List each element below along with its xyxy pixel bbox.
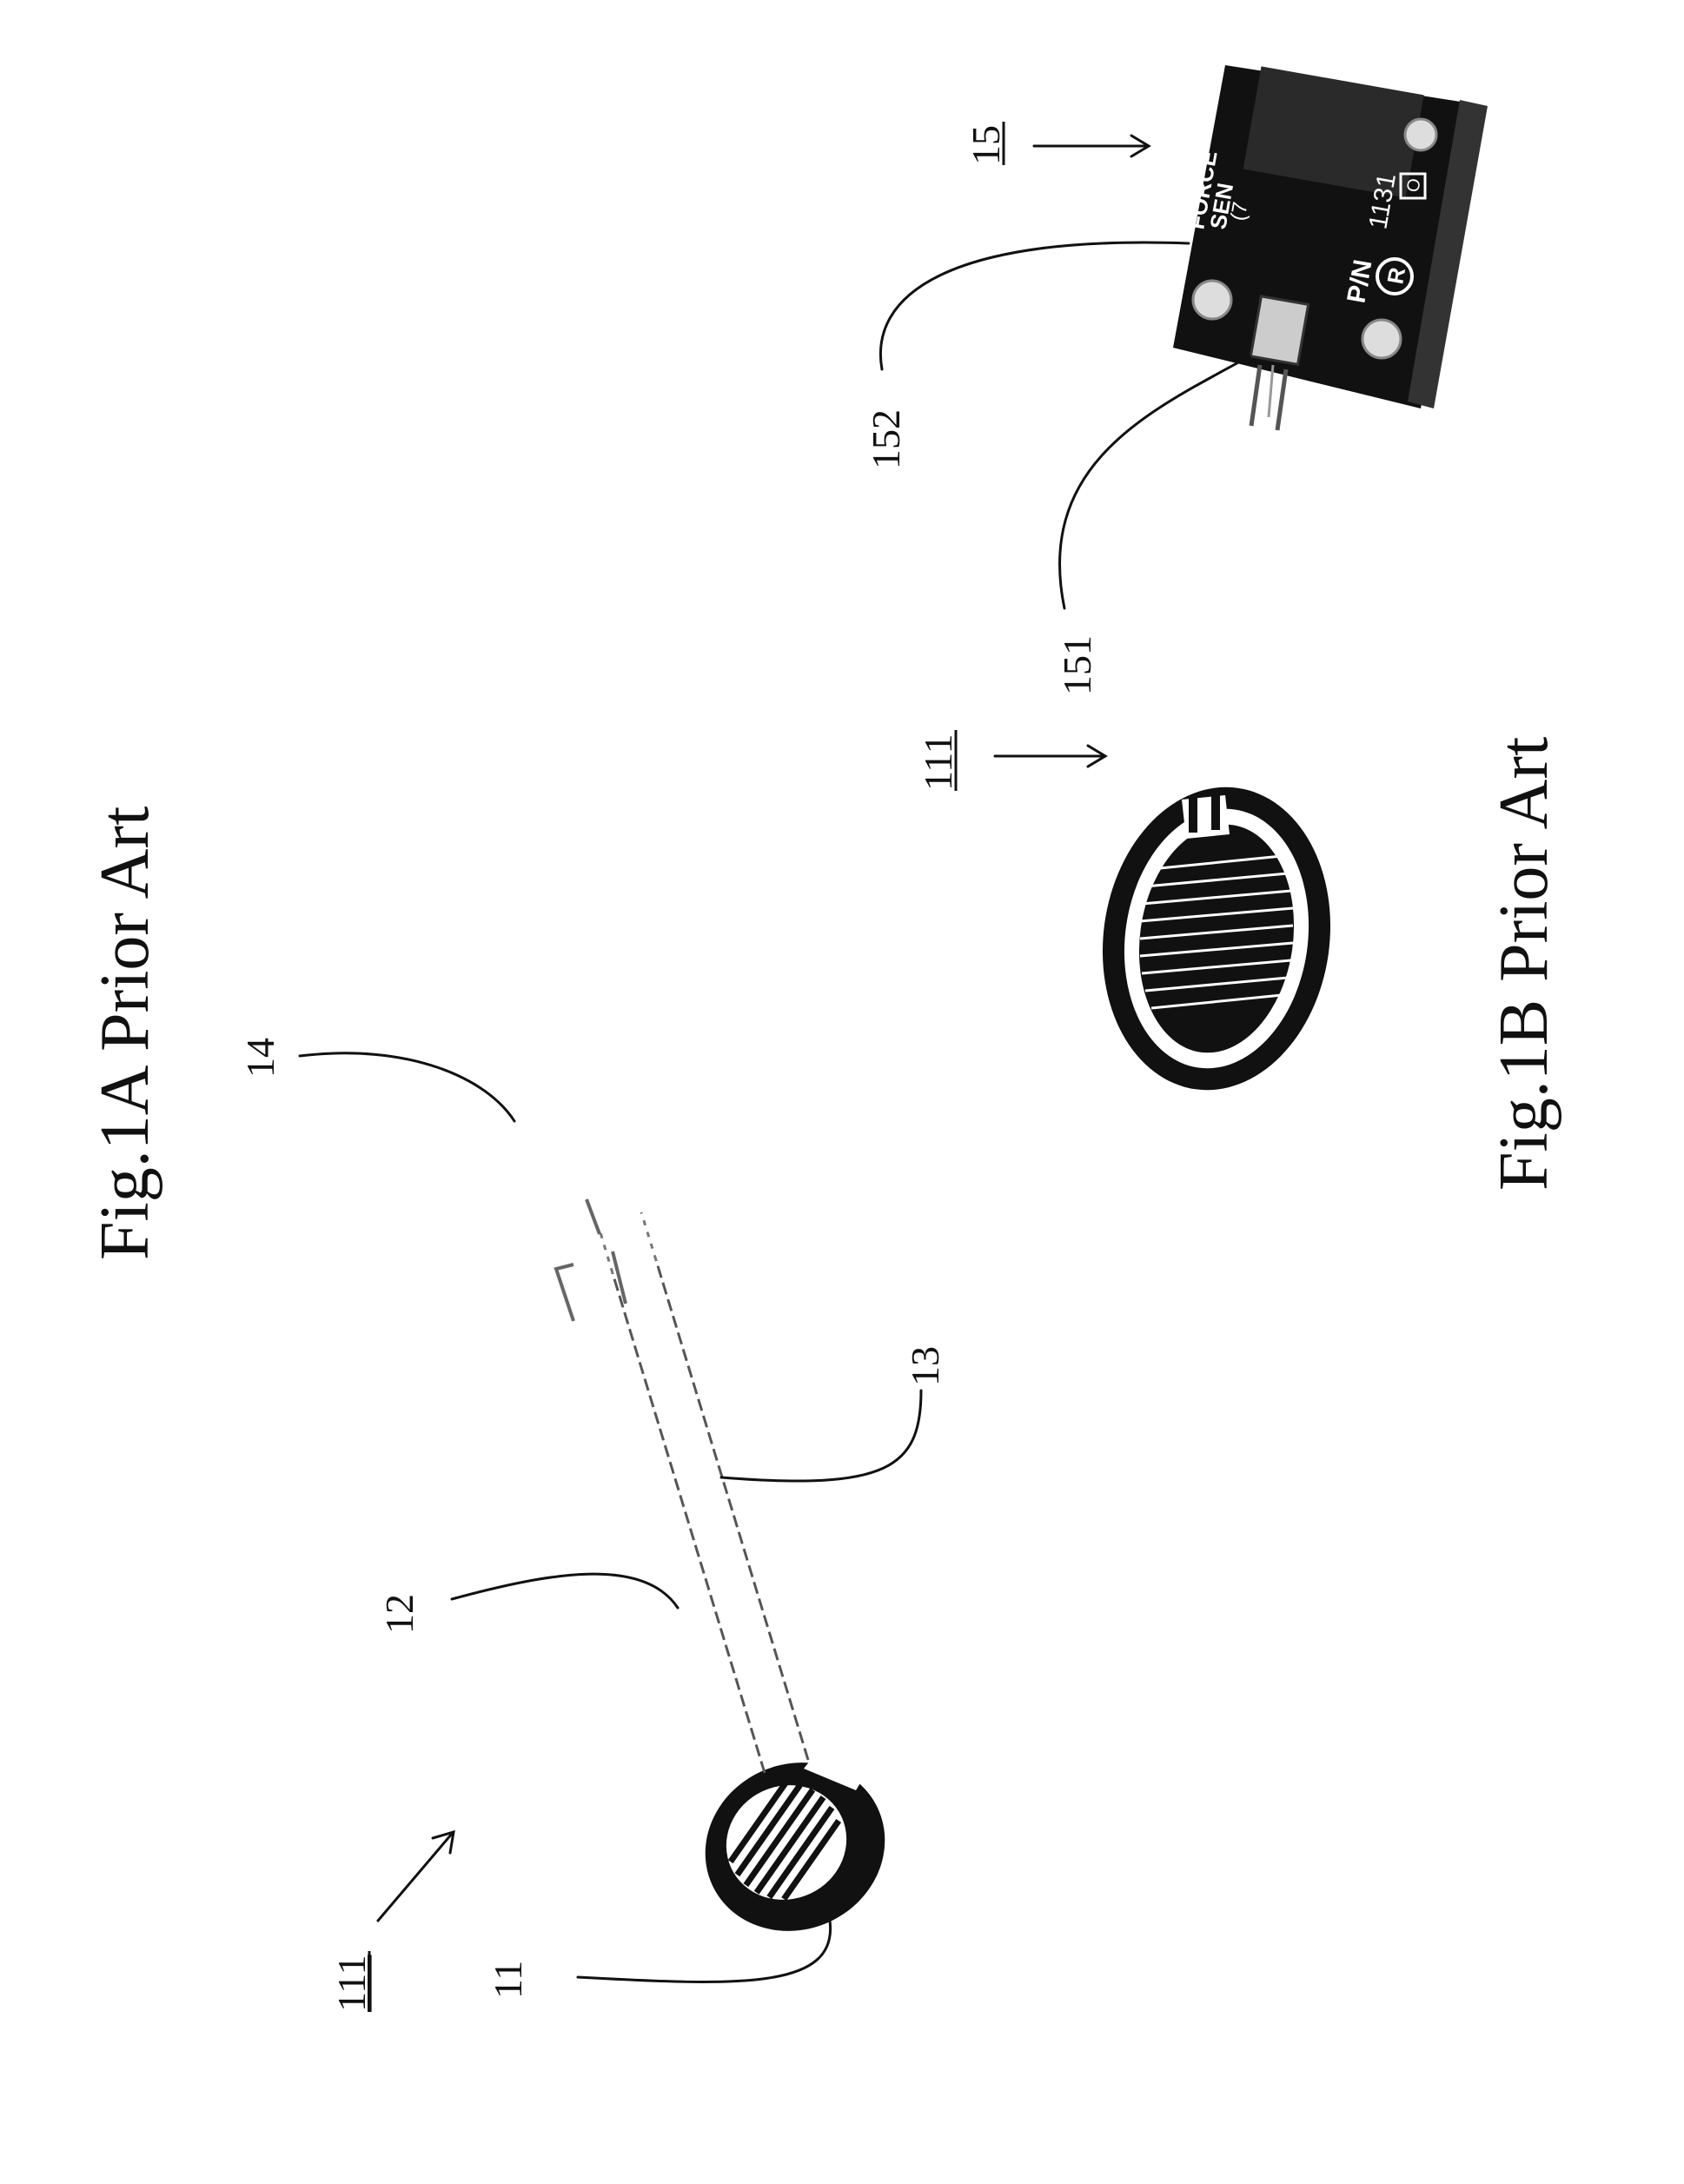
fig1a-tail [600, 1212, 808, 1773]
fig1a-leader-13 [721, 1391, 921, 1481]
fig1b-numeral-15: 15 [964, 125, 1008, 165]
fig1b-numeral-151: 151 [1055, 635, 1099, 695]
fig1a-numeral-12: 12 [377, 1594, 421, 1634]
fig1a-connector [556, 1199, 626, 1321]
fig1b-caption: Fig.1B Prior Art [1486, 737, 1562, 1191]
fig1b-numeral-111: 111 [916, 734, 960, 791]
fig1b-oval-sensor [1084, 773, 1349, 1105]
fig1b-leader-152 [880, 242, 1189, 369]
fig1a-leader-12 [452, 1574, 678, 1608]
figure-1a: Fig.1A Prior Art [87, 807, 947, 2012]
fig1a-numeral-11: 11 [486, 1961, 530, 1999]
figure-1b: Fig.1B Prior Art 111 [864, 65, 1562, 1191]
fig1b-leader-151 [1060, 356, 1250, 608]
fig1b-numeral-152: 152 [864, 409, 908, 469]
fig1b-circuit-board: FORCE SEN (7 P/N 1131 R O [1173, 65, 1488, 430]
fig1a-numeral-13: 13 [903, 1346, 947, 1386]
fig1a-leader-14 [300, 1053, 514, 1121]
fig1a-numeral-14: 14 [238, 1038, 282, 1078]
fig1a-caption: Fig.1A Prior Art [87, 807, 163, 1260]
fig1a-arrow-111-shaft [378, 1834, 452, 1921]
fig1a-sensing-head [678, 1734, 913, 1961]
fig1a-numeral-111: 111 [329, 1955, 374, 2012]
